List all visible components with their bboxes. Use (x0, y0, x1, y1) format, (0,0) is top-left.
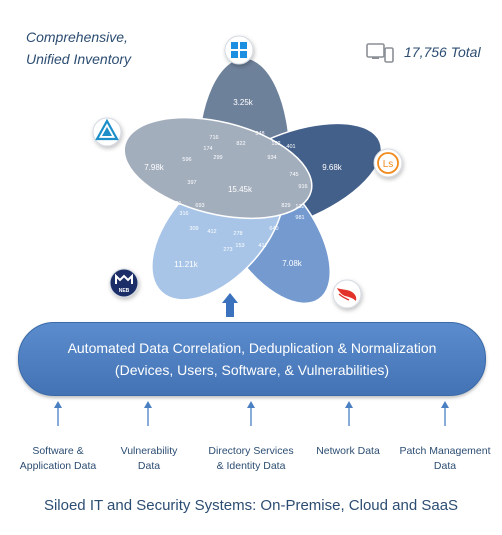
banner-line-1: Automated Data Correlation, Deduplicatio… (67, 340, 437, 356)
overlap-value: 916 (298, 184, 307, 190)
overlap-value: 278 (233, 231, 242, 237)
source-software: Software & Application Data (8, 444, 108, 474)
overlap-value: 348 (255, 131, 264, 137)
overlap-value: 273 (223, 247, 232, 253)
tagline-line-2: Unified Inventory (26, 51, 132, 67)
input-arrows (54, 401, 449, 426)
overlap-value: 397 (187, 180, 196, 186)
overlap-value: 182 (271, 141, 280, 147)
source-directory-line-1: Directory Services (208, 445, 294, 457)
up-arrow-icon (222, 293, 238, 317)
overlap-value: 640 (269, 226, 278, 232)
petal-azure-ad (123, 116, 313, 220)
petal-value-azure-ad: 7.98k (144, 163, 165, 172)
source-directory: Directory Services & Identity Data (196, 444, 306, 474)
tagline: Comprehensive, Unified Inventory (26, 26, 131, 70)
malwarebytes-icon: NEB (109, 268, 139, 298)
overlap-value: 316 (179, 211, 188, 217)
source-software-line-2: Application Data (19, 460, 97, 472)
petal-value-malwarebytes: 11.21k (174, 260, 198, 269)
source-patch: Patch Management Data (390, 444, 500, 474)
source-software-line-1: Software & (32, 445, 84, 457)
overlap-value: 153 (235, 243, 244, 249)
tagline-line-1: Comprehensive, (26, 29, 128, 45)
source-vulnerability-line-1: Vulnerability (120, 445, 178, 457)
overlap-value: 417 (258, 243, 267, 249)
overlap-value: 716 (209, 135, 218, 141)
overlap-value: 693 (195, 203, 204, 209)
overlap-value: 412 (207, 229, 216, 235)
source-network-line-1: Network Data (316, 445, 380, 457)
overlap-value: 299 (213, 155, 222, 161)
overlap-value: 132 (295, 204, 304, 210)
overlap-value: 822 (236, 141, 245, 147)
source-vulnerability-line-2: Data (137, 460, 161, 472)
overlap-value: 981 (295, 215, 304, 221)
svg-text:Ls: Ls (383, 159, 394, 170)
svg-text:NEB: NEB (119, 288, 130, 294)
overlap-value: 745 (289, 172, 298, 178)
petal-value-crowdstrike: 7.08k (282, 259, 303, 268)
source-patch-line-1: Patch Management (399, 445, 491, 457)
windows-logo-icon (224, 35, 254, 65)
source-patch-line-2: Data (433, 460, 457, 472)
footer-caption: Siloed IT and Security Systems: On-Premi… (43, 497, 459, 514)
source-vulnerability: Vulnerability Data (104, 444, 194, 474)
devices-icon (366, 43, 394, 63)
total-count: 17,756 Total (404, 44, 481, 60)
source-network: Network Data (304, 444, 392, 459)
azure-ad-icon (92, 117, 122, 147)
overlap-value: 934 (267, 155, 276, 161)
center-value: 15.45k (228, 185, 253, 194)
overlap-value: 596 (182, 157, 191, 163)
petal-value-logstash: 9.68k (322, 163, 343, 172)
overlap-value: 174 (203, 146, 212, 152)
correlation-banner: Automated Data Correlation, Deduplicatio… (18, 322, 486, 396)
petal-value-windows: 3.25k (233, 98, 254, 107)
logstash-icon: Ls (373, 148, 403, 178)
overlap-value: 401 (286, 144, 295, 150)
source-directory-line-2: & Identity Data (216, 460, 286, 472)
overlap-value: 309 (189, 226, 198, 232)
crowdstrike-icon (332, 279, 362, 309)
banner-line-2: (Devices, Users, Software, & Vulnerabili… (114, 362, 390, 378)
overlap-value: 731 (172, 201, 181, 207)
overlap-value: 829 (281, 203, 290, 209)
